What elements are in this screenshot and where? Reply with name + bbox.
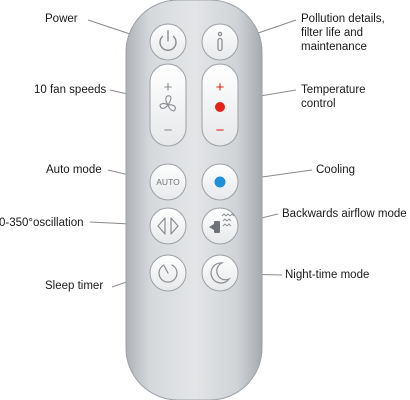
moon-icon bbox=[210, 262, 231, 284]
label-temperature-line1: Temperature bbox=[301, 84, 366, 96]
cooling-button[interactable] bbox=[201, 163, 239, 201]
fan-icon bbox=[159, 95, 176, 112]
info-button[interactable] bbox=[201, 23, 239, 61]
label-oscillation: 0-350°oscillation bbox=[0, 217, 84, 229]
remote-body bbox=[125, 0, 263, 400]
fan-speed-minus[interactable]: − bbox=[164, 122, 173, 139]
label-temperature-line2: control bbox=[301, 98, 336, 110]
label-backwards-airflow: Backwards airflow mode bbox=[282, 208, 407, 220]
airflow-button[interactable] bbox=[201, 207, 239, 245]
label-pollution-line1: Pollution details, bbox=[301, 13, 385, 25]
heat-dot-icon bbox=[215, 102, 225, 112]
fan-speed-plus[interactable]: + bbox=[164, 79, 173, 96]
label-pollution: Pollution details, filter life and maint… bbox=[301, 12, 406, 54]
temperature-plus[interactable]: + bbox=[216, 79, 225, 96]
label-pollution-line3: maintenance bbox=[301, 41, 367, 53]
label-cooling: Cooling bbox=[316, 164, 355, 176]
temperature-minus[interactable]: − bbox=[216, 122, 225, 139]
label-auto-mode: Auto mode bbox=[46, 164, 102, 176]
info-icon bbox=[217, 31, 223, 52]
label-pollution-line2: filter life and bbox=[301, 27, 364, 39]
sleep-timer-button[interactable] bbox=[149, 254, 187, 292]
label-sleep-timer: Sleep timer bbox=[45, 280, 104, 292]
oscillation-icon bbox=[157, 217, 179, 235]
label-temperature: Temperature control bbox=[301, 83, 401, 111]
label-night-time: Night-time mode bbox=[285, 269, 370, 281]
power-button[interactable] bbox=[149, 23, 187, 61]
cool-dot-icon bbox=[214, 176, 226, 188]
temperature-rocker[interactable]: + − bbox=[201, 63, 239, 147]
oscillation-button[interactable] bbox=[149, 207, 187, 245]
night-mode-button[interactable] bbox=[201, 254, 239, 292]
fan-speed-rocker[interactable]: + − bbox=[149, 63, 187, 147]
power-icon bbox=[159, 30, 177, 51]
label-power: Power bbox=[45, 13, 78, 25]
airflow-icon bbox=[209, 213, 235, 233]
auto-button[interactable]: AUTO bbox=[149, 163, 187, 201]
label-fan-speeds: 10 fan speeds bbox=[34, 84, 107, 96]
sleep-timer-icon bbox=[158, 264, 178, 283]
auto-icon: AUTO bbox=[156, 177, 180, 187]
